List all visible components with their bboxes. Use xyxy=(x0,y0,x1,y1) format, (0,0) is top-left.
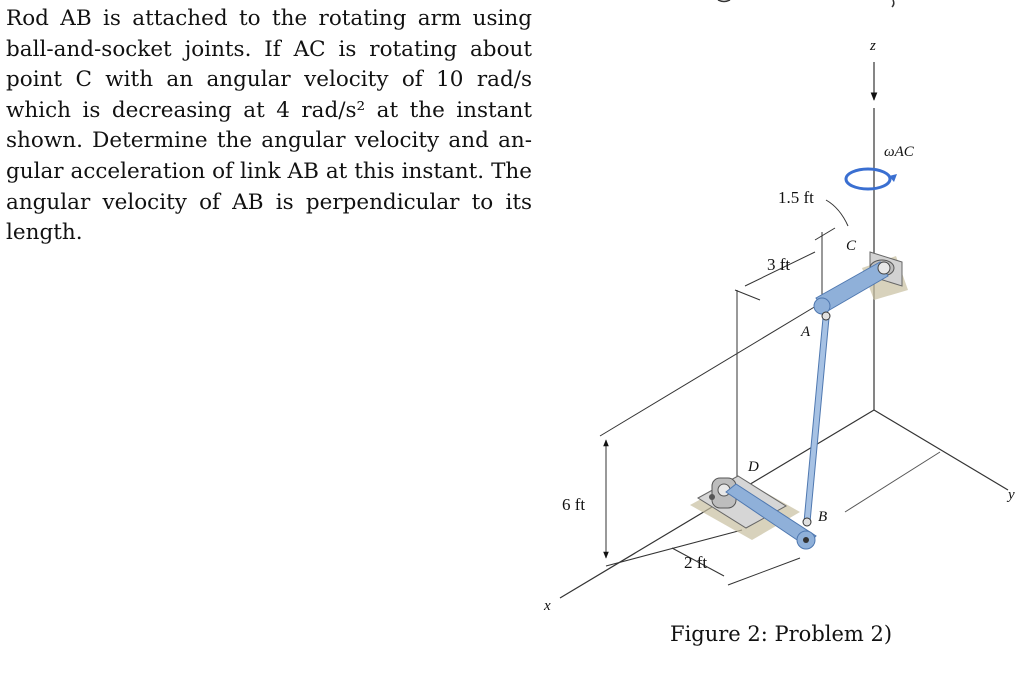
label-x: x xyxy=(543,598,551,614)
label-z: z xyxy=(869,38,876,54)
label-point-d: D xyxy=(747,459,759,475)
problem-line: which is decreasing at 4 rad/s² at the i… xyxy=(6,97,532,123)
problem-line: angular velocity of AB is perpendicular … xyxy=(6,189,532,215)
problem-statement: Rod AB is attached to the rotating arm u… xyxy=(6,4,532,249)
dimension-3-ft: 3 ft xyxy=(767,255,790,274)
problem-line: ball-and-socket joints. If AC is rotatin… xyxy=(6,36,532,62)
dimension-6-ft: 6 ft xyxy=(562,495,585,514)
problem-line: shown. Determine the angular velocity an… xyxy=(6,128,532,154)
y-axis xyxy=(873,409,1009,491)
ground-line xyxy=(844,451,941,513)
label-omega-ac: ωAC xyxy=(884,144,915,160)
problem-line: Rod AB is attached to the rotating arm u… xyxy=(6,6,532,31)
dimension-1-5-ft: 1.5 ft xyxy=(778,188,814,207)
problem-line: point C with an angular velocity of 10 r… xyxy=(6,67,532,93)
dimension-lines xyxy=(599,199,849,586)
label-point-a: A xyxy=(800,324,811,340)
rod-ab xyxy=(802,311,831,527)
label-point-b: B xyxy=(818,509,827,525)
label-y: y xyxy=(1006,487,1015,503)
link-db xyxy=(725,483,817,550)
angular-velocity-indicator xyxy=(844,167,897,191)
problem-line: gular acceleration of link AB at this in… xyxy=(6,158,532,184)
problem-line: length. xyxy=(6,220,83,246)
dimension-2-ft: 2 ft xyxy=(684,553,707,572)
figure-caption: Figure 2: Problem 2) xyxy=(670,622,893,646)
label-point-c: C xyxy=(846,238,857,254)
link-ac xyxy=(813,261,891,315)
cropped-text-fragment xyxy=(717,0,895,8)
